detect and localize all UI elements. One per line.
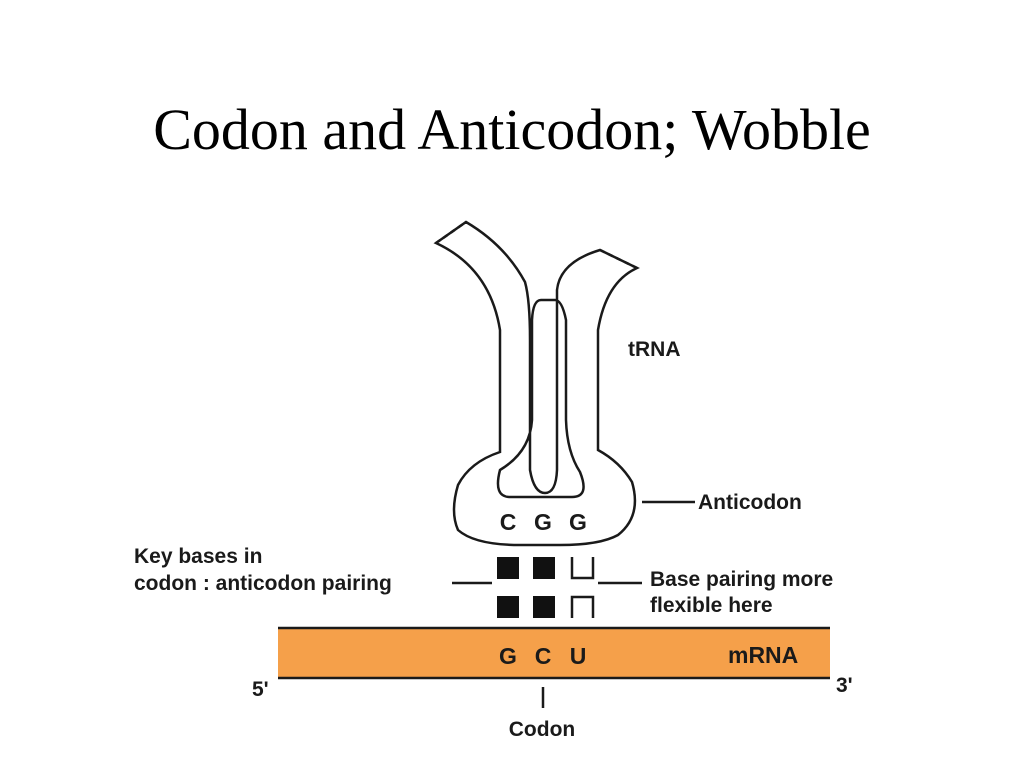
anticodon-label: Anticodon — [698, 491, 802, 514]
trna-right-arm-cut — [599, 248, 638, 270]
trna-left-arm-cut — [435, 220, 467, 245]
trna-label: tRNA — [628, 338, 681, 361]
mrna-label: mRNA — [728, 642, 798, 668]
wobble-cup-top — [570, 557, 595, 580]
key-bases-label-line1: Key bases in — [134, 545, 262, 568]
codon-base-1: G — [499, 643, 517, 669]
mrna-strand — [278, 628, 830, 678]
pairing-square-top-1 — [497, 557, 519, 579]
codon-base-2: C — [535, 643, 552, 669]
anticodon-base-3: G — [569, 509, 587, 535]
trna-shape — [433, 220, 640, 547]
slide-title: Codon and Anticodon; Wobble — [153, 97, 871, 162]
codon-base-3: U — [570, 643, 587, 669]
key-bases-label-line2: codon : anticodon pairing — [134, 572, 392, 595]
wobble-cap-bottom — [570, 595, 595, 618]
wobble-label-line2: flexible here — [650, 594, 773, 617]
wobble-label-line1: Base pairing more — [650, 568, 833, 591]
pairing-square-bottom-2 — [533, 596, 555, 618]
anticodon-base-2: G — [534, 509, 552, 535]
anticodon-base-1: C — [500, 509, 517, 535]
pairing-square-bottom-1 — [497, 596, 519, 618]
codon-label: Codon — [509, 718, 575, 741]
pairing-square-top-2 — [533, 557, 555, 579]
three-prime-label: 3' — [836, 674, 853, 697]
five-prime-label: 5' — [252, 678, 269, 701]
